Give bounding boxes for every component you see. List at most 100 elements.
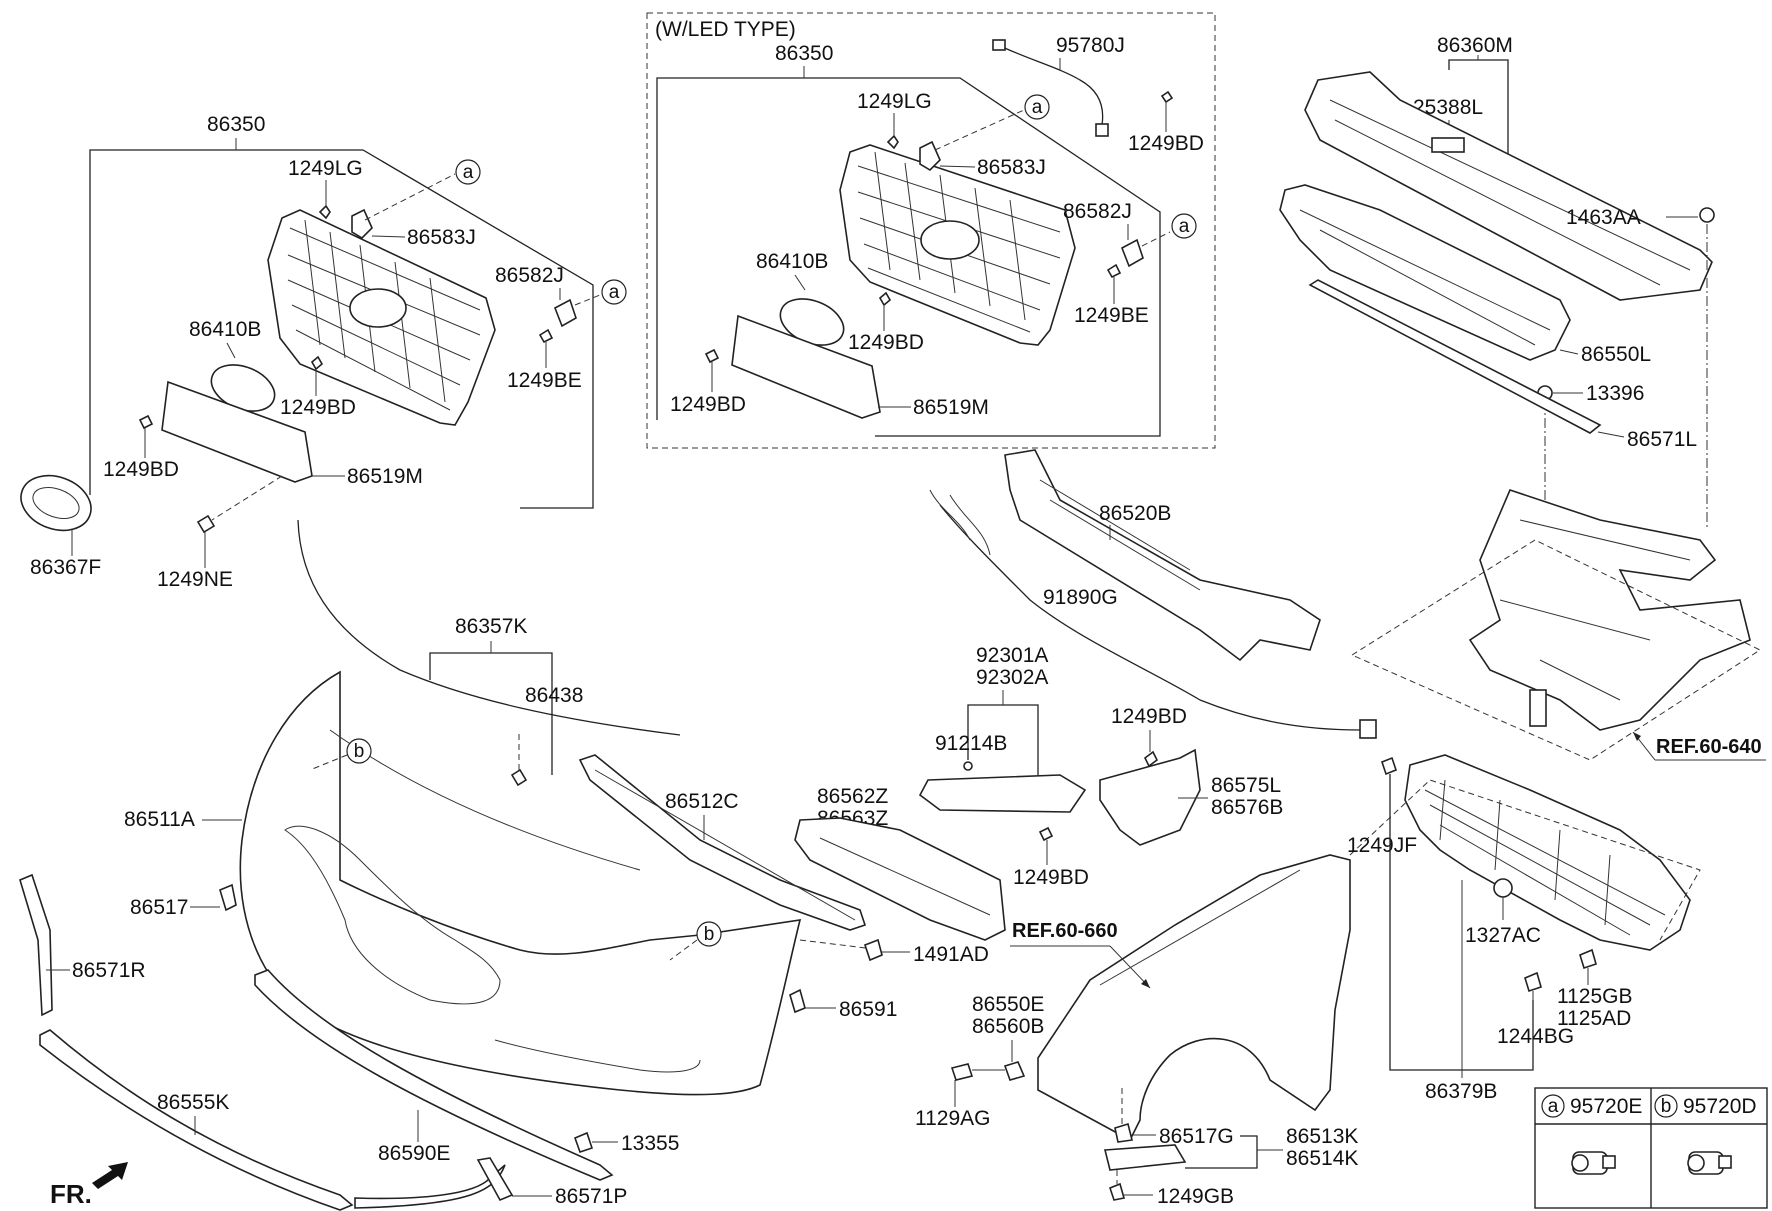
bracket-86575l-part [1099, 748, 1201, 846]
absorber-detail [1299, 209, 1551, 346]
plate-86519m-part [731, 314, 881, 419]
label-seal-86560b: 86560B [972, 1015, 1044, 1038]
led-variant-box [646, 12, 1216, 449]
grille-standard-group: 86350 1249LG 86583J a 86582J a 1249BE [20, 113, 627, 591]
upper-right-group: 86360M 25388L 1463AA 86550L 13396 86571L [1279, 34, 1715, 640]
label-cover-86511a: 86511A [124, 808, 195, 831]
label-screw-1249bd: 1249BD [848, 331, 924, 354]
leader [371, 235, 406, 238]
label-lip-86555k: 86555K [157, 1091, 229, 1114]
radiator-support-group: REF.60-640 [1351, 489, 1766, 761]
label-bolt-1249lg: 1249LG [857, 90, 932, 113]
label-bracket-86517g: 86517G [1159, 1125, 1234, 1148]
bracket-86513k-part [1103, 1144, 1187, 1171]
label-bracket-86514k: 86514K [1286, 1147, 1358, 1170]
screw-1125gb-part [1579, 948, 1597, 970]
label-strip-86571p: 86571P [555, 1185, 627, 1208]
leader [211, 475, 283, 521]
label-screw-1249bd: 1249BD [280, 396, 356, 419]
label-drl-92302a: 92302A [976, 666, 1048, 689]
circle-mark-a [1024, 94, 1050, 120]
skid-86590e-part [254, 969, 614, 1181]
absorber-86550l-part [1279, 184, 1571, 361]
label-clip-86583j: 86583J [977, 156, 1046, 179]
strip-86571l-part [1308, 279, 1602, 434]
circle-mark-b [696, 921, 722, 947]
leader [429, 652, 553, 775]
grille-led-assembly-frame [656, 77, 1161, 437]
label-bracket-86517: 86517 [130, 896, 188, 919]
circle-mark-a-text: a [1179, 216, 1190, 237]
label-screw-86591: 86591 [839, 998, 897, 1021]
leader [364, 173, 456, 221]
circle-mark-b-text: b [704, 924, 715, 945]
leader [669, 939, 698, 961]
screw-1249gb-part [1109, 1182, 1126, 1201]
radiator-support-detail [1499, 519, 1691, 701]
label-bulb-91214b: 91214B [935, 732, 1007, 755]
screw-1249ne-part [196, 514, 216, 534]
ref-arrow [1633, 732, 1641, 741]
lip-86555k-part [39, 1029, 354, 1211]
radiator-support-leg [1529, 689, 1547, 727]
label-ref-60-660: REF.60-660 [1012, 920, 1118, 942]
screw-1249bd-part [1160, 90, 1174, 104]
fender-part [1037, 854, 1351, 1142]
legend-mark-a [1541, 1094, 1565, 1118]
screw-1249be-part [538, 328, 554, 344]
screw-1249be-part [1106, 263, 1122, 279]
carrier-detail [1329, 99, 1691, 286]
screw-1249bd-part [1038, 826, 1054, 842]
shutter-group: 1249JF 86379B 1327AC 1125GB 1125AD 1244B… [1347, 754, 1701, 1103]
leader [794, 274, 806, 291]
ref-arrow [1141, 979, 1150, 988]
grille-standard-part [267, 209, 496, 426]
fender-detail [1099, 869, 1301, 986]
label-bracket-86513k: 86513K [1286, 1125, 1358, 1148]
label-led-variant: (W/LED TYPE) [655, 18, 796, 41]
parking-sensor-95720d-icon [1687, 1151, 1732, 1175]
label-bracket-86576b: 86576B [1211, 796, 1283, 819]
leader [934, 109, 1025, 151]
bolt-1244bg-part [1524, 971, 1542, 993]
bracket-86517-part [219, 883, 237, 912]
circle-mark-b [346, 738, 372, 764]
circle-mark-a [1171, 213, 1197, 239]
label-screw-1249be: 1249BE [1074, 304, 1149, 327]
label-strip-86571r: 86571R [72, 959, 146, 982]
label-screw-1249bd-lower: 1249BD [103, 458, 179, 481]
parking-sensor-95720e-icon [1571, 1151, 1616, 1175]
label-seal-86550e: 86550E [972, 993, 1044, 1016]
label-harness-95780j: 95780J [1056, 34, 1125, 57]
leader [1597, 431, 1625, 438]
circle-mark-a-text: a [609, 282, 620, 303]
label-emblem-cover: 86410B [756, 250, 828, 273]
screw-1249jf-part [1381, 756, 1397, 776]
label-drl-92301a: 92301A [976, 644, 1048, 667]
seal-part [1003, 1061, 1026, 1081]
label-harness-91890g: 91890G [1043, 586, 1118, 609]
leader [1141, 231, 1171, 247]
legend-part-95720d: 95720D [1683, 1095, 1757, 1118]
lower-grille-86512c-part [578, 754, 867, 931]
leader [574, 294, 601, 306]
screw-1249bd-part [704, 348, 720, 364]
label-clip-86583j: 86583J [407, 226, 476, 249]
label-clip-86582j: 86582J [1063, 200, 1132, 223]
label-ref-60-640: REF.60-640 [1656, 736, 1762, 758]
label-absorber-86550l: 86550L [1581, 343, 1651, 366]
screw-86591-part [789, 988, 806, 1014]
bolt-1129ag-part [950, 1063, 974, 1081]
label-emblem-cover: 86410B [189, 318, 261, 341]
emblem-86367f-part [20, 474, 92, 532]
label-molding-86357k: 86357K [455, 615, 527, 638]
shutter-86379b-part [1404, 754, 1691, 951]
clip-86583j-part [351, 208, 373, 240]
label-screw-1249bd-lower: 1249BD [670, 393, 746, 416]
label-bolt-1249bd-bracket: 1249BD [1111, 705, 1187, 728]
center-group: 86520B 91890G 92301A 92302A 91214B 1249B… [794, 449, 1377, 941]
molding-86357k-part [297, 519, 681, 736]
bolt-1249lg-part [318, 204, 331, 220]
leader [1351, 539, 1762, 761]
